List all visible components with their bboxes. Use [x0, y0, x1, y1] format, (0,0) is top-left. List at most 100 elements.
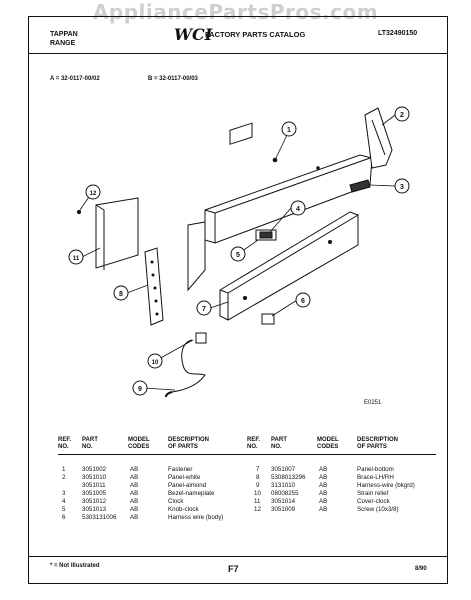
callout-4: 4: [296, 206, 300, 213]
callout-circle-6: [295, 292, 311, 308]
callout-3: 3: [400, 184, 404, 191]
table-row-model: AB: [130, 514, 139, 521]
table-row-model: AB: [130, 490, 139, 497]
callout-circle-5: [230, 246, 246, 262]
callout-circle-11: [68, 249, 84, 265]
table-row-desc: Brace-LH/RH: [357, 474, 394, 481]
callout-circle-10: [147, 353, 163, 369]
table-row-desc: Harness wire (body): [168, 514, 224, 521]
table-row-part: 5303131006: [82, 514, 117, 521]
table-row-desc: Clock: [168, 498, 184, 505]
table-row-model: AB: [319, 466, 328, 473]
harness-wire: [165, 339, 206, 398]
callout-circle-12: [85, 184, 101, 200]
table-row-part: 3051002: [82, 466, 107, 473]
callout-12: 12: [90, 191, 97, 197]
catalog-title: FACTORY PARTS CATALOG: [205, 30, 306, 39]
table-row-ref: 7: [256, 466, 260, 473]
header-part-right: PART NO.: [271, 437, 287, 450]
page-frame: [28, 16, 448, 584]
callout-8: 8: [119, 291, 123, 298]
table-row-ref: 3: [62, 490, 66, 497]
screw-part: [76, 209, 82, 215]
callout-1: 1: [287, 127, 291, 134]
callout-11: 11: [73, 256, 80, 262]
callout-circle-4: [290, 200, 306, 216]
callout-7: 7: [202, 306, 206, 313]
table-row-part: 3051010: [82, 474, 107, 481]
table-row-desc: Harness-wire (bkgrd): [357, 482, 415, 489]
table-row-model: AB: [319, 482, 328, 489]
table-row-ref: 12: [254, 506, 261, 513]
callout-2: 2: [400, 112, 404, 119]
end-panel-right: [364, 107, 393, 169]
table-row-model: AB: [130, 482, 139, 489]
brand-line-1: TAPPAN: [50, 31, 78, 38]
header-divider: [28, 53, 448, 55]
footer-divider: [28, 556, 448, 558]
table-row-ref: 10: [254, 490, 261, 497]
diagram-code: E0251: [364, 400, 382, 406]
header-model-right: MODEL CODES: [317, 437, 339, 450]
table-row-ref: 11: [254, 498, 261, 505]
callout-circle-9: [132, 380, 148, 396]
header-desc-right: DESCRIPTION OF PARTS: [357, 437, 399, 450]
knob-clock: [261, 313, 275, 325]
wci-logo: WCI: [174, 25, 213, 44]
callout-circle-2: [394, 106, 410, 122]
watermark: AppliancePartsPros.com: [92, 0, 379, 24]
table-row-model: AB: [130, 498, 139, 505]
callout-circle-1: [281, 121, 297, 137]
table-row-desc: Panel-bottom: [357, 466, 394, 473]
bottom-panel: [219, 211, 359, 321]
footnote: * = Not Illustrated: [50, 563, 100, 569]
header-model-left: MODEL CODES: [128, 437, 150, 450]
table-row-model: AB: [130, 506, 139, 513]
table-row-ref: 8: [256, 474, 260, 481]
cover-clock: [95, 197, 139, 270]
callout-10: 10: [152, 360, 159, 366]
table-row-ref: 2: [62, 474, 66, 481]
table-row-desc: Knob-clock: [168, 506, 199, 513]
brace: [144, 247, 164, 326]
model-a: A = 32-0117-00/02: [50, 76, 100, 82]
table-row-desc: Strain relief: [357, 490, 389, 497]
table-row-model: AB: [130, 466, 139, 473]
table-row-ref: 5: [62, 506, 66, 513]
table-row-part: 3051007: [271, 466, 296, 473]
model-b: B = 32-0117-00/03: [148, 76, 198, 82]
table-row-desc: Bezel-nameplate: [168, 490, 215, 497]
table-row-ref: 1: [62, 466, 66, 473]
end-panel-left: [187, 221, 206, 292]
table-row-part: 3051014: [271, 498, 296, 505]
table-row-ref: 4: [62, 498, 66, 505]
footer-date: 8/90: [415, 566, 427, 572]
table-row-ref: 6: [62, 514, 66, 521]
catalog-number: LT32490150: [378, 30, 418, 37]
table-row-part: 08008255: [271, 490, 299, 497]
table-row-part: 3051013: [82, 506, 107, 513]
table-row-part: 3051011: [82, 482, 106, 489]
strain-relief: [195, 332, 207, 344]
header-part-left: PART NO.: [82, 437, 98, 450]
callout-5: 5: [236, 252, 240, 259]
table-header-divider: [58, 454, 436, 456]
brand-line-2: RANGE: [50, 40, 76, 47]
header-ref-left: REF. NO.: [58, 437, 72, 450]
callout-9: 9: [138, 386, 142, 393]
table-row-part: 3131010: [271, 482, 296, 489]
table-row-part: 3051009: [271, 506, 296, 513]
callout-circle-7: [196, 300, 212, 316]
header-desc-left: DESCRIPTION OF PARTS: [168, 437, 210, 450]
table-row-model: AB: [130, 474, 139, 481]
table-row-model: AB: [319, 506, 328, 513]
table-row-desc: Panel-white: [168, 474, 201, 481]
table-row-desc: Fastener: [168, 466, 193, 473]
table-row-model: AB: [319, 474, 328, 481]
callout-6: 6: [301, 298, 305, 305]
table-row-desc: Cover-clock: [357, 498, 390, 505]
table-row-part: 3051005: [82, 490, 107, 497]
callout-circle-8: [113, 285, 129, 301]
table-row-part: 5308013296: [271, 474, 306, 481]
